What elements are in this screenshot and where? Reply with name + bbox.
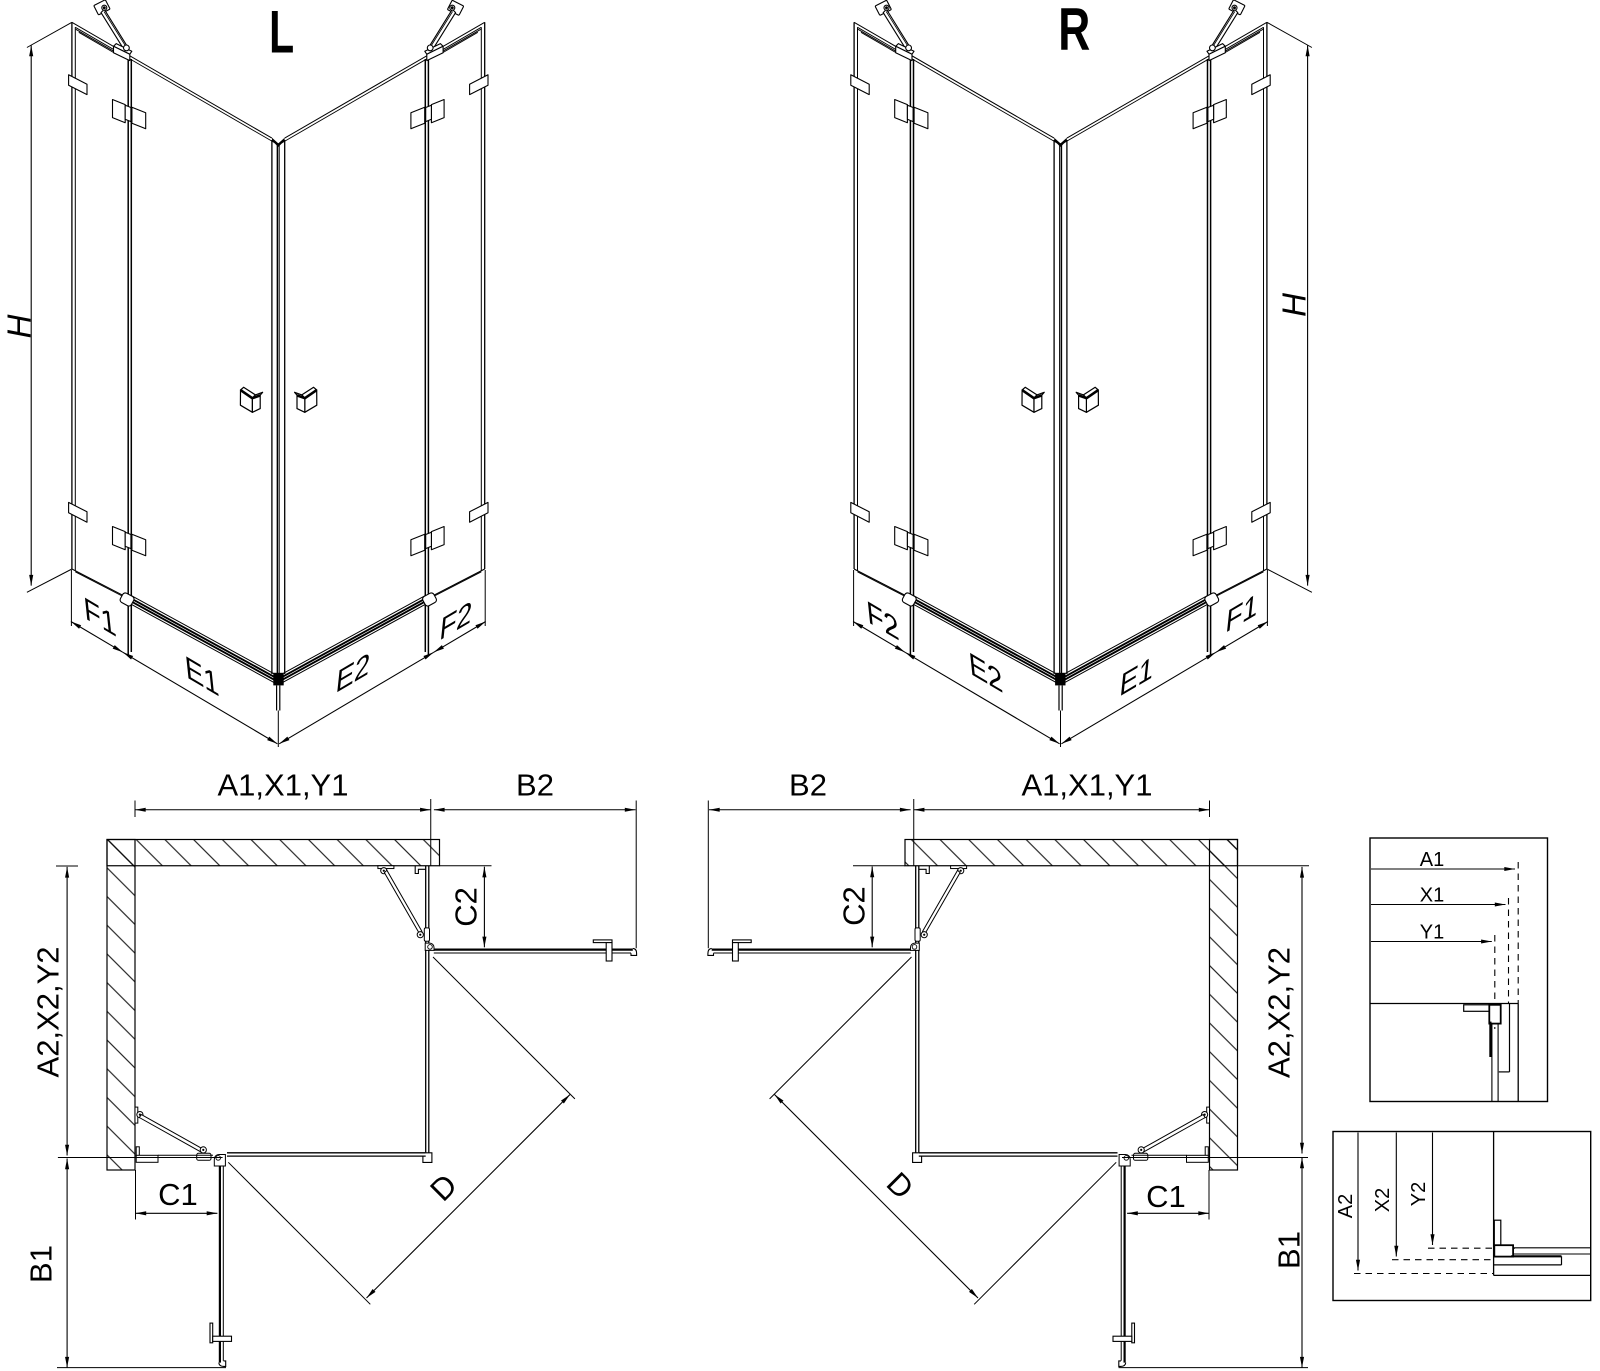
svg-text:X1: X1: [1420, 885, 1444, 907]
svg-text:C1: C1: [1146, 1179, 1186, 1214]
svg-text:A1: A1: [1420, 849, 1444, 871]
svg-text:A1,X1,Y1: A1,X1,Y1: [218, 768, 349, 803]
svg-text:C1: C1: [158, 1177, 198, 1212]
svg-text:Y2: Y2: [1408, 1182, 1430, 1206]
svg-text:B2: B2: [516, 768, 554, 803]
svg-text:X2: X2: [1372, 1188, 1394, 1212]
svg-text:A2,X2,Y2: A2,X2,Y2: [1261, 947, 1296, 1078]
svg-text:L: L: [269, 0, 294, 66]
svg-text:H: H: [1, 314, 38, 338]
svg-text:A2,X2,Y2: A2,X2,Y2: [30, 947, 65, 1078]
svg-text:B2: B2: [789, 768, 827, 803]
svg-text:C2: C2: [448, 887, 483, 927]
svg-text:B1: B1: [23, 1245, 58, 1283]
svg-text:C2: C2: [836, 886, 871, 926]
svg-text:A1,X1,Y1: A1,X1,Y1: [1022, 768, 1153, 803]
svg-text:B1: B1: [1272, 1231, 1307, 1269]
svg-text:Y1: Y1: [1420, 922, 1444, 944]
svg-text:R: R: [1058, 0, 1090, 63]
svg-text:A2: A2: [1335, 1194, 1357, 1218]
svg-text:H: H: [1276, 293, 1313, 317]
